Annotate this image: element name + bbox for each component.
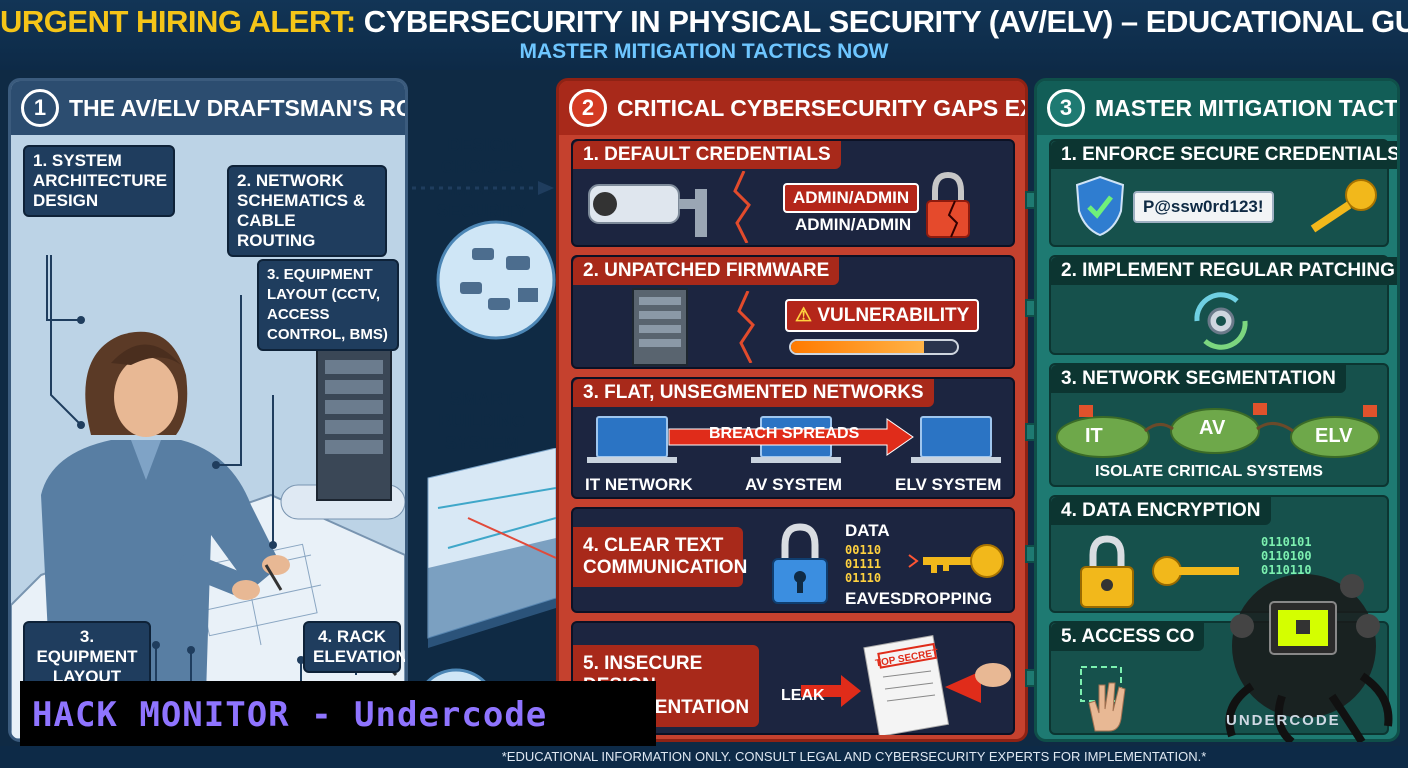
bit-row: 01111 — [845, 557, 882, 571]
middle-section: DESIGN CHOICES IMPACT SECURITY SMART BUI… — [408, 78, 556, 742]
dotted-arrow — [412, 181, 554, 195]
gap-default-credentials: 1. DEFAULT CREDENTIALS ADMIN/ADMIN ADMIN… — [571, 139, 1015, 247]
panel2-title-text: CRITICAL CYBERSECURITY GAPS EXPOSED — [617, 94, 1025, 121]
shield-check-icon — [1075, 175, 1125, 237]
refresh-gear-icon — [1194, 292, 1248, 350]
panel-mitigation-tactics: 3 MASTER MITIGATION TACTICS 1. ENFORCE S… — [1034, 78, 1400, 742]
isolate-caption: ISOLATE CRITICAL SYSTEMS — [1095, 463, 1323, 480]
hack-monitor-banner: HACK MONITOR - Undercode — [20, 681, 656, 747]
panel3-title: 3 MASTER MITIGATION TACTICS — [1037, 81, 1397, 135]
data-label: DATA — [845, 521, 890, 540]
padlock-icon — [1080, 535, 1134, 608]
warning-icon: ⚠ — [795, 305, 813, 326]
leak-document-illustration — [801, 635, 1011, 735]
bit-row: 0110110 — [1261, 563, 1312, 577]
gap4-title-text: 4. CLEAR TEXT COMMUNICATION — [583, 535, 748, 578]
cctv-cluster-illustration — [436, 220, 556, 340]
data-bits: 00110 01111 01110 — [845, 543, 881, 585]
label-network-schematics: 2. NETWORK SCHEMATICS & CABLE ROUTING — [227, 165, 387, 257]
tactic4-title: 4. DATA ENCRYPTION — [1051, 497, 1271, 525]
leak-label: LEAK — [781, 687, 825, 704]
encrypted-bits: 0110101 0110100 0110110 — [1261, 535, 1312, 577]
panel2-number: 2 — [569, 89, 607, 127]
vulnerability-label: VULNERABILITY — [817, 305, 970, 326]
tactic-regular-patching: 2. IMPLEMENT REGULAR PATCHING — [1049, 255, 1397, 355]
footer-disclaimer: *EDUCATIONAL INFORMATION ONLY. CONSULT L… — [0, 746, 1408, 768]
segmented-islands-illustration — [1056, 403, 1380, 458]
segment-av-label: AV — [1199, 417, 1226, 439]
label-rack-elevations: 4. RACK ELEVATIONS — [303, 621, 405, 673]
smart-building-caption: SMART BUILDING SYSTEM — [438, 389, 526, 453]
elv-system-label: ELV SYSTEM — [895, 475, 1002, 494]
tactic3-title: 3. NETWORK SEGMENTATION — [1051, 365, 1346, 393]
crack-icon — [733, 171, 751, 243]
label-equipment-layout-top: 3. EQUIPMENT LAYOUT (CCTV, ACCESS CONTRO… — [257, 259, 399, 351]
password-box: P@ssw0rd123! — [1133, 191, 1274, 223]
gap1-title: 1. DEFAULT CREDENTIALS — [573, 141, 841, 169]
tactic-secure-credentials: 1. ENFORCE SECURE CREDENTIALS P@ssw0rd12… — [1049, 139, 1397, 247]
crack-icon-2 — [737, 291, 755, 363]
tactic5-title: 5. ACCESS CO — [1051, 623, 1205, 651]
undercode-logo-text: UNDERCODE — [1226, 712, 1341, 729]
segment-elv-label: ELV — [1315, 425, 1353, 447]
panel3-number: 3 — [1047, 89, 1085, 127]
panel3-title-text: MASTER MITIGATION TACTICS — [1095, 94, 1399, 121]
page-subtitle: MASTER MITIGATION TACTICS NOW — [519, 40, 889, 63]
eavesdropping-label: EAVESDROPPING — [845, 589, 993, 608]
bit-row: 0110101 — [1261, 535, 1312, 549]
gap-flat-networks: 3. FLAT, UNSEGMENTED NETWORKS BREACH SPR… — [571, 377, 1015, 499]
tactic-network-segmentation: 3. NETWORK SEGMENTATION IT AV ELV ISOLAT… — [1049, 363, 1389, 487]
page-title: URGENT HIRING ALERT: CYBERSECURITY IN PH… — [0, 4, 1408, 40]
gap2-title: 2. UNPATCHED FIRMWARE — [573, 257, 840, 285]
av-system-label: AV SYSTEM — [745, 475, 842, 494]
panel1-title: 1 THE AV/ELV DRAFTSMAN'S ROLE — [11, 81, 405, 135]
tactic1-title: 1. ENFORCE SECURE CREDENTIALS — [1051, 141, 1397, 169]
header: URGENT HIRING ALERT: CYBERSECURITY IN PH… — [0, 0, 1408, 70]
bit-row: 0110100 — [1261, 549, 1312, 563]
credential-chip: ADMIN/ADMIN — [783, 183, 920, 213]
firmware-progress-fill — [791, 341, 924, 353]
broken-lock-icon — [926, 171, 970, 238]
lock-icon — [772, 523, 828, 604]
label-system-architecture: 1. SYSTEM ARCHITECTURE DESIGN — [23, 145, 175, 217]
firmware-progress-bar — [789, 339, 959, 355]
panel-draftsman-role: 1 THE AV/ELV DRAFTSMAN'S ROLE — [8, 78, 408, 742]
credential-text: ADMIN/ADMIN — [795, 215, 912, 234]
server-icon — [632, 288, 688, 366]
key-icon — [908, 544, 1004, 578]
hand-scan-icon — [1080, 666, 1126, 732]
hack-monitor-text: HACK MONITOR - Undercode — [32, 695, 548, 735]
panel1-title-text: THE AV/ELV DRAFTSMAN'S ROLE — [69, 94, 408, 121]
vulnerability-badge: ⚠ VULNERABILITY — [785, 299, 980, 332]
bit-row: 01110 — [845, 571, 882, 585]
title-accent: URGENT HIRING ALERT: — [0, 4, 356, 39]
gap3-title: 3. FLAT, UNSEGMENTED NETWORKS — [573, 379, 934, 407]
tactic2-title: 2. IMPLEMENT REGULAR PATCHING — [1051, 257, 1397, 285]
design-choices-caption: DESIGN CHOICES IMPACT SECURITY — [436, 135, 528, 221]
golden-key-icon — [1310, 179, 1377, 233]
gap-clear-text: 4. CLEAR TEXT COMMUNICATION DATA 00110 0… — [571, 507, 1015, 613]
panel-cybersecurity-gaps: 2 CRITICAL CYBERSECURITY GAPS EXPOSED 1.… — [556, 78, 1028, 742]
panel2-title: 2 CRITICAL CYBERSECURITY GAPS EXPOSED — [559, 81, 1025, 135]
panel1-number: 1 — [21, 89, 59, 127]
network-monitors-illustration — [587, 416, 1001, 463]
bit-row: 00110 — [845, 543, 882, 557]
title-rest: CYBERSECURITY IN PHYSICAL SECURITY (AV/E… — [355, 4, 1408, 39]
gap4-title: 4. CLEAR TEXT COMMUNICATION — [573, 527, 747, 587]
segment-it-label: IT — [1085, 425, 1103, 447]
encryption-key-icon — [1152, 556, 1239, 586]
cctv-camera-icon — [588, 184, 707, 237]
undercode-mascot-logo — [1225, 574, 1393, 742]
it-network-label: IT NETWORK — [585, 475, 693, 494]
tactic-data-encryption: 4. DATA ENCRYPTION 0110101 0110100 01101… — [1049, 495, 1389, 613]
breach-spreads-label: BREACH SPREADS — [709, 425, 860, 442]
gap-unpatched-firmware: 2. UNPATCHED FIRMWARE ⚠ VULNERABILITY — [571, 255, 1015, 369]
